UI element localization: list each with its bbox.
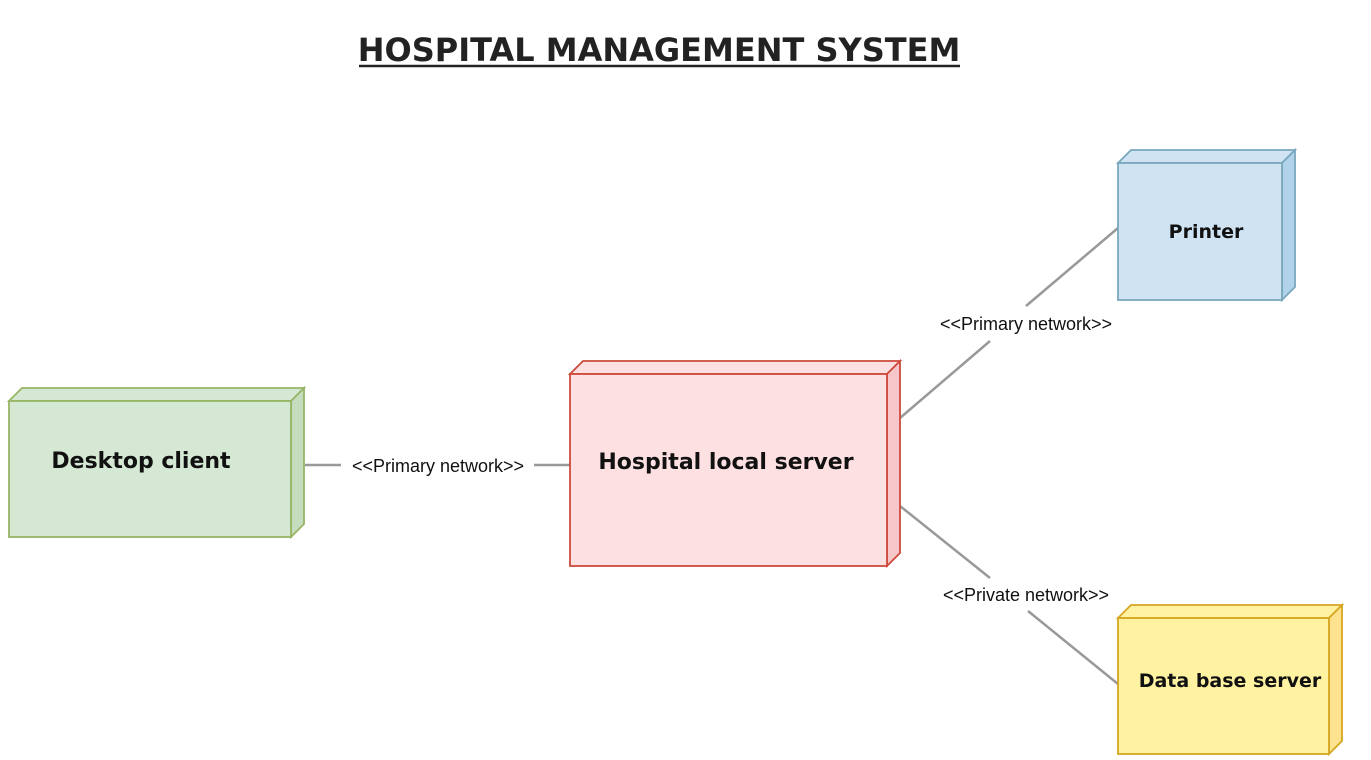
connection-client-to-server: <<Primary network>> xyxy=(305,456,570,476)
node-printer[interactable]: Printer xyxy=(1115,147,1298,303)
connection-label-client-server: <<Primary network>> xyxy=(352,456,524,476)
node-side-face xyxy=(1328,602,1343,757)
node-database-server[interactable]: Data base server xyxy=(1115,602,1345,757)
node-front-face xyxy=(1117,617,1330,755)
node-label-database-server: Data base server xyxy=(1139,670,1322,692)
node-side-face xyxy=(290,385,305,540)
diagram-title: HOSPITAL MANAGEMENT SYSTEM xyxy=(358,31,961,69)
node-top-face xyxy=(1115,149,1298,164)
node-desktop-client[interactable]: Desktop client xyxy=(6,385,307,540)
node-label-printer: Printer xyxy=(1169,221,1244,243)
node-front-face xyxy=(569,373,888,567)
connection-line-upper-segment xyxy=(899,505,991,579)
node-label-desktop-client: Desktop client xyxy=(51,449,231,474)
node-top-face xyxy=(567,360,903,375)
connection-line-upper-segment xyxy=(1025,227,1119,307)
connection-label-server-printer: <<Primary network>> xyxy=(940,314,1112,334)
node-top-face xyxy=(1115,604,1345,619)
connection-server-to-printer: <<Primary network>> xyxy=(899,227,1119,419)
node-top-face xyxy=(6,387,307,402)
node-label-local-server: Hospital local server xyxy=(598,450,853,475)
connection-line-lower-segment xyxy=(899,340,991,419)
node-hospital-local-server[interactable]: Hospital local server xyxy=(567,358,903,569)
node-front-face xyxy=(8,400,292,538)
node-side-face xyxy=(1281,147,1296,303)
connection-server-to-database: <<Private network>> xyxy=(899,505,1119,685)
node-front-face xyxy=(1117,162,1283,301)
connection-line-lower-segment xyxy=(1027,610,1119,685)
node-side-face xyxy=(886,358,901,569)
connection-label-server-database: <<Private network>> xyxy=(943,585,1109,605)
